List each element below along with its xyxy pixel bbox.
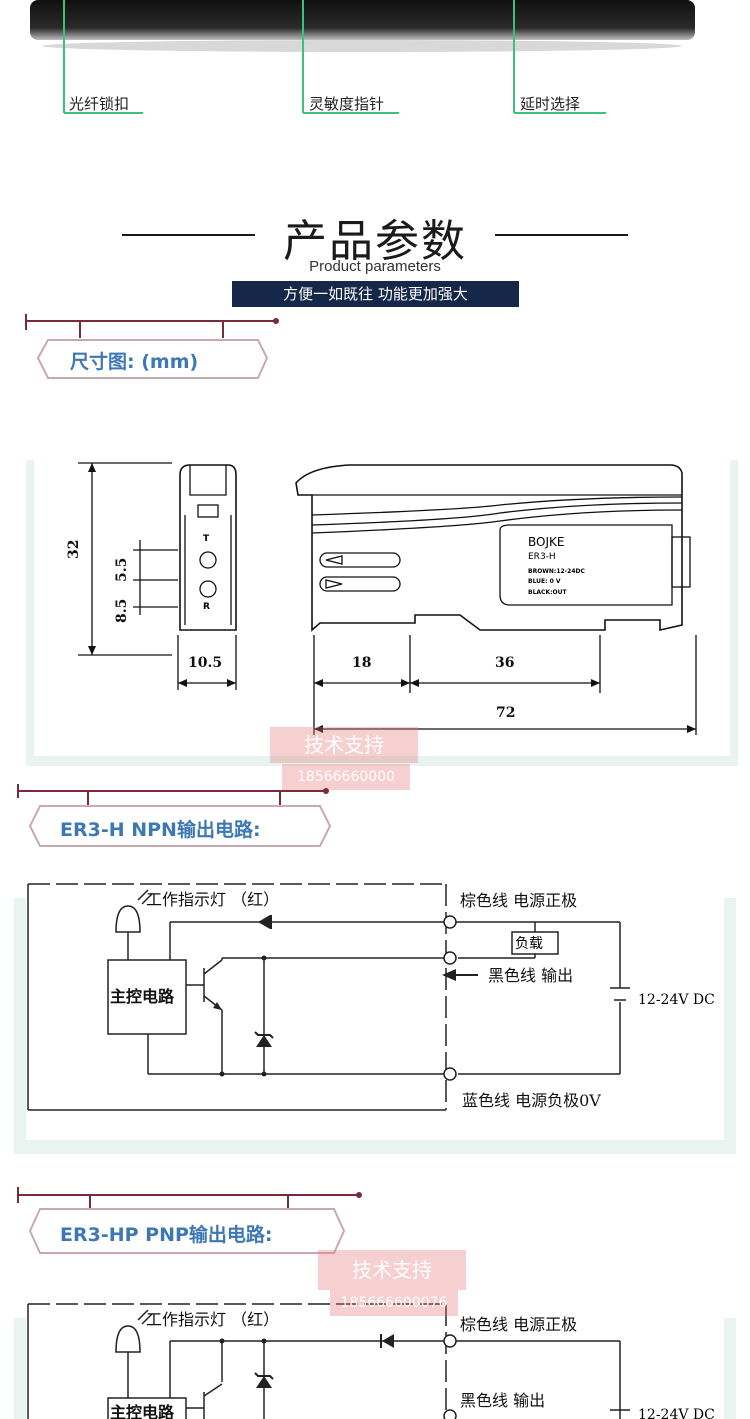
dimension-tab-frame xyxy=(25,314,279,379)
npn-tab-label: ER3-H NPN输出电路: xyxy=(60,819,261,841)
watermark-phone: 18566660000 xyxy=(282,764,410,790)
dimension-drawing: 32 5.5 8.5 10.5 18 36 72 T R BOJKE ER3-H… xyxy=(66,462,697,735)
pnp-circuit-diagram: 工作指示灯 （红） 主控电路 棕色线 电源正极 黑色线 输出 12-24V DC xyxy=(27,1303,715,1419)
product-image xyxy=(30,0,695,55)
device-model: ER3-H xyxy=(528,552,556,562)
watermark-tech-support-2: 技术支持 xyxy=(318,1250,466,1290)
device-line-black: BLACK:OUT xyxy=(528,589,567,596)
dim-total: 72 xyxy=(496,705,515,721)
npn-indicator-label: 工作指示灯 （红） xyxy=(146,890,279,909)
callout-fiber-lock: 光纤锁扣 xyxy=(69,95,130,113)
dim-width: 10.5 xyxy=(188,655,222,671)
callout-delay-select: 延时选择 xyxy=(520,95,581,113)
slogan-bar: 方便一如既往 功能更加强大 xyxy=(232,281,519,307)
section-title: 产品参数 xyxy=(283,216,467,267)
callout-sensitivity-pointer: 灵敏度指针 xyxy=(309,95,385,113)
npn-tab-frame xyxy=(17,784,332,847)
heading-rule-left xyxy=(122,234,255,236)
npn-main-circuit-label: 主控电路 xyxy=(110,987,175,1006)
npn-voltage-label: 12-24V DC xyxy=(638,992,715,1008)
pnp-tab-frame xyxy=(17,1187,362,1254)
section-subtitle: Product parameters xyxy=(309,258,441,275)
dim-height: 32 xyxy=(66,540,82,559)
watermark-phone-2: 185666600076 xyxy=(330,1290,458,1316)
device-line-brown: BROWN:12-24DC xyxy=(528,568,586,575)
device-brand: BOJKE xyxy=(528,535,564,549)
device-line-blue: BLUE: 0 V xyxy=(528,578,561,585)
dim-front: 18 xyxy=(352,655,371,671)
npn-panel-inner xyxy=(26,882,724,1140)
npn-black-wire-label: 黑色线 输出 xyxy=(488,966,573,985)
npn-load-label: 负载 xyxy=(515,936,543,952)
npn-circuit-diagram: 工作指示灯 （红） 主控电路 棕色线 电源正极 负载 黑色线 输出 12-24V… xyxy=(27,883,715,1111)
pnp-voltage-label: 12-24V DC xyxy=(638,1407,715,1419)
pnp-black-wire-label: 黑色线 输出 xyxy=(460,1391,545,1410)
callout-lines xyxy=(63,0,606,114)
watermark-tech-support: 技术支持 xyxy=(270,727,418,763)
pnp-panel-inner xyxy=(26,1302,724,1419)
heading-rule-right xyxy=(495,234,628,236)
pnp-tab-label: ER3-HP PNP输出电路: xyxy=(60,1224,273,1246)
dim-mid: 36 xyxy=(495,655,514,671)
dim-spacing-bottom: 8.5 xyxy=(114,599,130,623)
dim-spacing-top: 5.5 xyxy=(114,558,130,582)
dimension-panel-inner xyxy=(34,460,730,756)
npn-brown-wire-label: 棕色线 电源正极 xyxy=(460,891,577,910)
button-t-label: T xyxy=(203,534,210,544)
npn-blue-wire-label: 蓝色线 电源负极0V xyxy=(462,1091,601,1110)
dimension-tab-label: 尺寸图: (mm) xyxy=(70,351,199,373)
button-r-label: R xyxy=(203,602,210,612)
pnp-indicator-label: 工作指示灯 （红） xyxy=(146,1310,279,1329)
pnp-brown-wire-label: 棕色线 电源正极 xyxy=(460,1315,577,1334)
pnp-main-circuit-label: 主控电路 xyxy=(110,1403,175,1419)
